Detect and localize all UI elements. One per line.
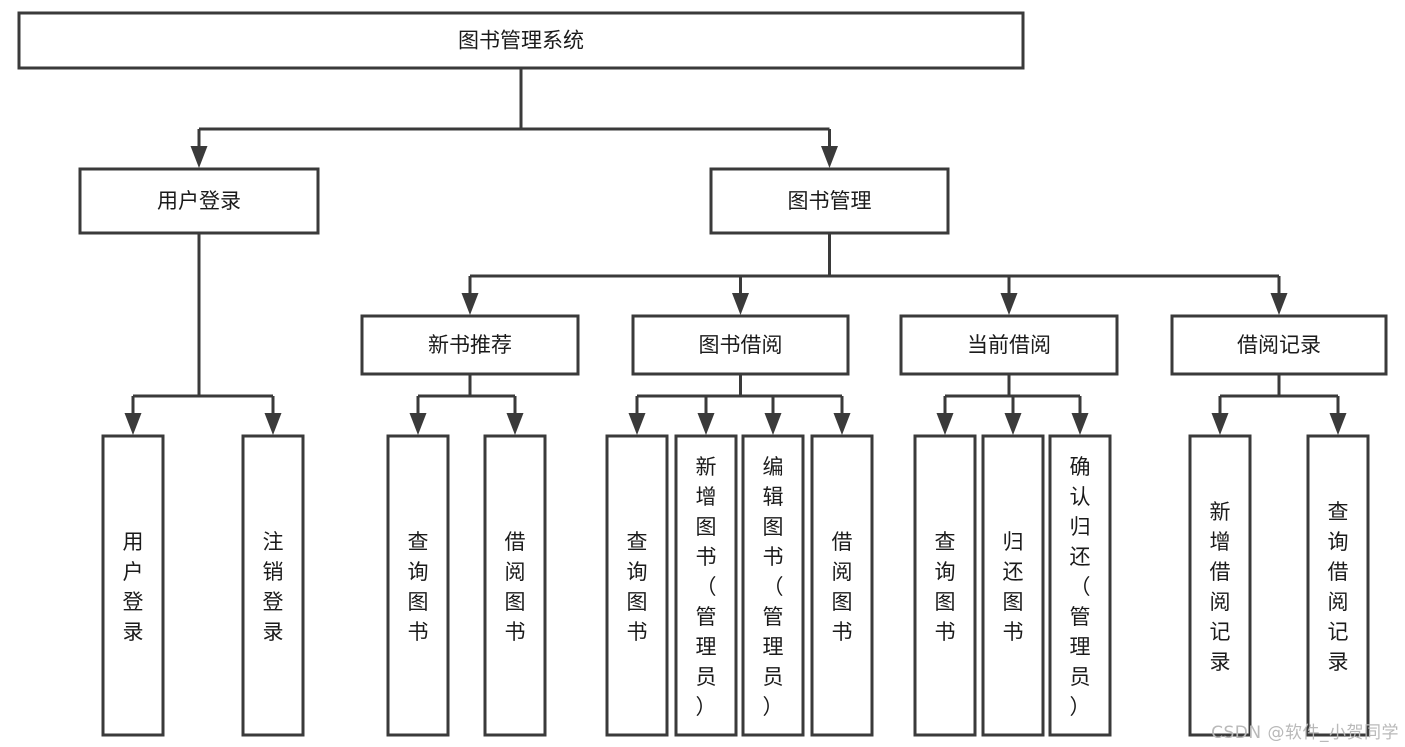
edges-layer: [124, 68, 1347, 435]
node-label-leaf-logout: 注销登录: [263, 530, 284, 644]
node-box-cur-borrow: [899, 314, 1119, 376]
node-leaf-user-login[interactable]: 用户登录: [101, 434, 165, 737]
node-leaf-query-book-1[interactable]: 查询图书: [386, 434, 450, 737]
node-label-leaf-borrow-book-2: 借阅图书: [832, 530, 853, 644]
node-box-book-borrow: [631, 314, 850, 376]
node-root[interactable]: 图书管理系统: [17, 11, 1025, 70]
node-new-book-rec[interactable]: 新书推荐: [360, 314, 580, 376]
node-box-leaf-logout: [241, 434, 305, 737]
node-label-user-login: 用户登录: [157, 189, 241, 213]
node-label-cur-borrow: 当前借阅: [967, 333, 1051, 357]
node-label-leaf-confirm-ret: 确认归还（管理员）: [1070, 455, 1091, 719]
node-book-manage[interactable]: 图书管理: [709, 167, 950, 235]
edge-group-book-borrow: [628, 374, 851, 435]
node-leaf-return-book[interactable]: 归还图书: [981, 434, 1045, 737]
node-label-root: 图书管理系统: [458, 29, 584, 53]
node-leaf-add-book[interactable]: 新增图书（管理员）: [674, 434, 738, 737]
node-leaf-query-record[interactable]: 查询借阅记录: [1306, 434, 1370, 737]
csdn-watermark: CSDN @软件_小贺同学: [1211, 723, 1399, 743]
node-leaf-confirm-ret[interactable]: 确认归还（管理员）: [1048, 434, 1112, 737]
node-label-book-manage: 图书管理: [788, 189, 872, 213]
node-leaf-borrow-book-1[interactable]: 借阅图书: [483, 434, 547, 737]
node-box-user-login: [78, 167, 320, 235]
node-leaf-query-book-2[interactable]: 查询图书: [605, 434, 669, 737]
node-box-leaf-borrow-book-1: [483, 434, 547, 737]
node-box-leaf-add-book: [674, 434, 738, 737]
nodes-layer: 图书管理系统用户登录图书管理新书推荐图书借阅当前借阅借阅记录用户登录注销登录查询…: [17, 11, 1388, 737]
node-label-leaf-query-book-1: 查询图书: [408, 530, 429, 644]
node-label-leaf-return-book: 归还图书: [1003, 530, 1024, 644]
node-box-borrow-rec: [1170, 314, 1388, 376]
node-leaf-logout[interactable]: 注销登录: [241, 434, 305, 737]
edge-group-book-manage: [461, 233, 1288, 315]
node-label-leaf-add-record: 新增借阅记录: [1210, 500, 1231, 674]
edge-group-new-book-rec: [409, 374, 524, 435]
node-leaf-query-book-3[interactable]: 查询图书: [913, 434, 977, 737]
node-box-leaf-edit-book: [741, 434, 805, 737]
node-box-leaf-return-book: [981, 434, 1045, 737]
node-label-book-borrow: 图书借阅: [699, 333, 783, 357]
node-box-root: [17, 11, 1025, 70]
node-label-leaf-borrow-book-1: 借阅图书: [505, 530, 526, 644]
edge-group-borrow-rec: [1211, 374, 1347, 435]
node-book-borrow[interactable]: 图书借阅: [631, 314, 850, 376]
node-user-login[interactable]: 用户登录: [78, 167, 320, 235]
node-box-leaf-query-record: [1306, 434, 1370, 737]
node-box-leaf-add-record: [1188, 434, 1252, 737]
edge-group-root: [190, 68, 838, 168]
node-box-book-manage: [709, 167, 950, 235]
node-leaf-add-record[interactable]: 新增借阅记录: [1188, 434, 1252, 737]
node-box-leaf-query-book-2: [605, 434, 669, 737]
edge-group-user-login: [124, 233, 282, 435]
node-box-leaf-confirm-ret: [1048, 434, 1112, 737]
node-label-leaf-user-login: 用户登录: [123, 530, 144, 644]
node-label-leaf-query-record: 查询借阅记录: [1328, 500, 1349, 674]
node-label-leaf-query-book-3: 查询图书: [935, 530, 956, 644]
node-borrow-rec[interactable]: 借阅记录: [1170, 314, 1388, 376]
node-label-leaf-add-book: 新增图书（管理员）: [696, 455, 717, 719]
edge-group-cur-borrow: [936, 374, 1089, 435]
node-box-leaf-borrow-book-2: [810, 434, 874, 737]
node-leaf-borrow-book-2[interactable]: 借阅图书: [810, 434, 874, 737]
node-box-leaf-query-book-1: [386, 434, 450, 737]
node-cur-borrow[interactable]: 当前借阅: [899, 314, 1119, 376]
node-box-leaf-query-book-3: [913, 434, 977, 737]
node-label-borrow-rec: 借阅记录: [1237, 333, 1321, 357]
node-label-leaf-edit-book: 编辑图书（管理员）: [763, 455, 784, 719]
node-leaf-edit-book[interactable]: 编辑图书（管理员）: [741, 434, 805, 737]
node-label-new-book-rec: 新书推荐: [428, 333, 512, 357]
node-box-leaf-user-login: [101, 434, 165, 737]
node-box-new-book-rec: [360, 314, 580, 376]
node-label-leaf-query-book-2: 查询图书: [627, 530, 648, 644]
